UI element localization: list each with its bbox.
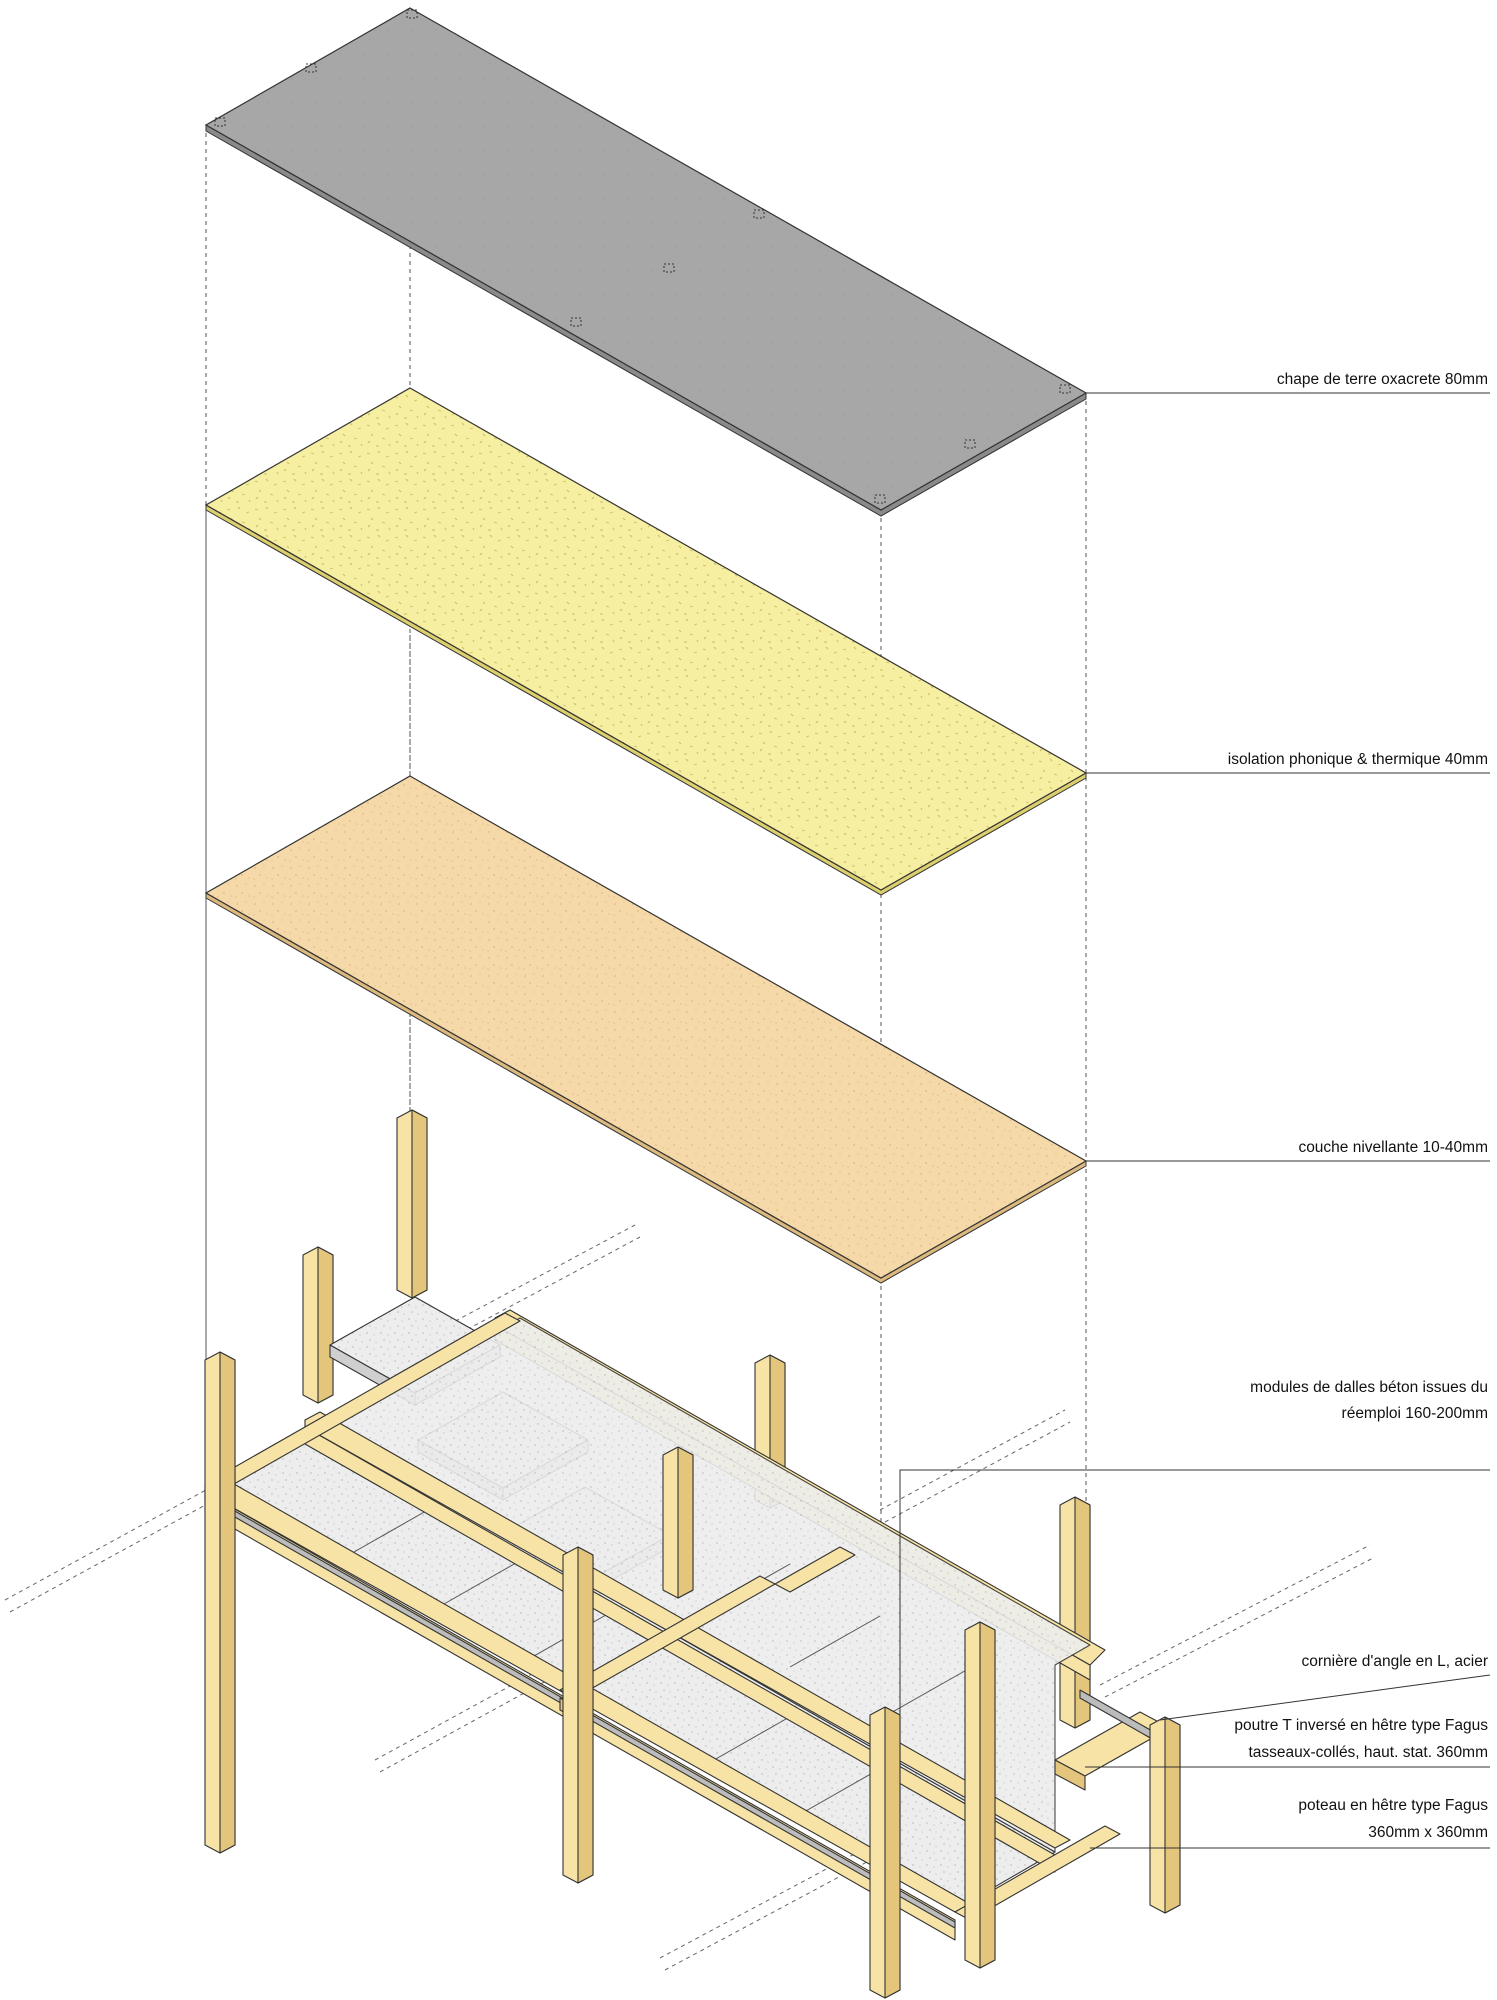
leader-lines: [899, 392, 1491, 1849]
label-angle: cornière d'angle en L, acier: [1302, 1653, 1489, 1670]
label-beam-2: tasseaux-collés, haut. stat. 360mm: [1248, 1744, 1488, 1761]
screed-slab: [204, 7, 1088, 511]
label-post-1: poteau en hêtre type Fagus: [1298, 1797, 1488, 1814]
insulation-slab: [204, 387, 1088, 891]
label-beam-1: poutre T inversé en hêtre type Fagus: [1234, 1717, 1488, 1734]
labels: chape de terre oxacrete 80mm isolation p…: [1228, 371, 1488, 1841]
label-insulation: isolation phonique & thermique 40mm: [1228, 751, 1488, 768]
timber-structure: [204, 1109, 1181, 1999]
leveling-slab: [204, 775, 1088, 1279]
screed-layer: [204, 7, 1088, 517]
label-slabs-1: modules de dalles béton issues du: [1250, 1379, 1488, 1396]
label-leveling: couche nivellante 10-40mm: [1298, 1139, 1488, 1156]
label-slabs-2: réemploi 160-200mm: [1342, 1405, 1488, 1422]
label-screed: chape de terre oxacrete 80mm: [1277, 371, 1488, 388]
leveling-layer: [204, 775, 1088, 1284]
label-post-2: 360mm x 360mm: [1368, 1824, 1488, 1841]
insulation-layer: [204, 387, 1088, 896]
